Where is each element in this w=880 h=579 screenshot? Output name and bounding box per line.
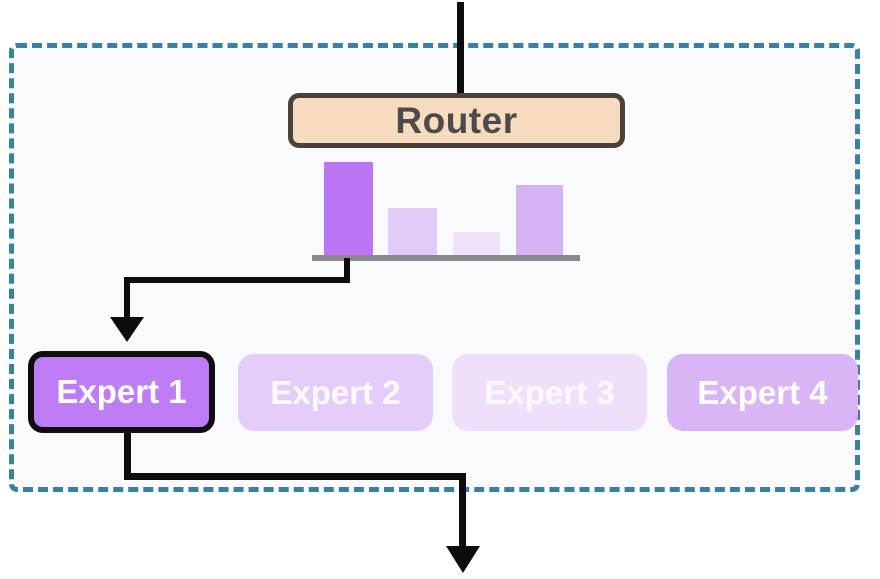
expert-label-2: Expert 2 bbox=[270, 373, 401, 411]
expert-label-3: Expert 3 bbox=[484, 373, 615, 411]
route-arrow-segment-descend bbox=[124, 277, 130, 319]
expert-label-4: Expert 4 bbox=[697, 373, 828, 411]
chart-baseline bbox=[312, 255, 580, 261]
router-probability-chart bbox=[312, 160, 580, 255]
expert-box-4: Expert 4 bbox=[667, 354, 858, 431]
probability-bar-2 bbox=[388, 208, 437, 255]
probability-bar-3 bbox=[453, 232, 500, 255]
router-label: Router bbox=[395, 99, 518, 141]
expert-box-3: Expert 3 bbox=[452, 354, 647, 431]
expert-label-1: Expert 1 bbox=[56, 373, 187, 410]
output-arrow-segment-down bbox=[124, 431, 131, 479]
probability-bar-1 bbox=[324, 162, 373, 255]
route-arrowhead-icon bbox=[110, 317, 144, 342]
input-arrow-line bbox=[457, 2, 464, 94]
output-arrow-segment-horizontal bbox=[124, 473, 466, 480]
output-arrowhead-icon bbox=[446, 546, 480, 573]
expert-box-1: Expert 1 bbox=[28, 351, 215, 433]
output-arrow-segment-descend bbox=[459, 473, 466, 548]
expert-box-2: Expert 2 bbox=[238, 354, 433, 431]
route-arrow-segment-horizontal bbox=[124, 277, 350, 283]
route-arrow-segment-down bbox=[344, 258, 350, 283]
router-box: Router bbox=[288, 93, 625, 148]
probability-bar-4 bbox=[516, 185, 563, 255]
